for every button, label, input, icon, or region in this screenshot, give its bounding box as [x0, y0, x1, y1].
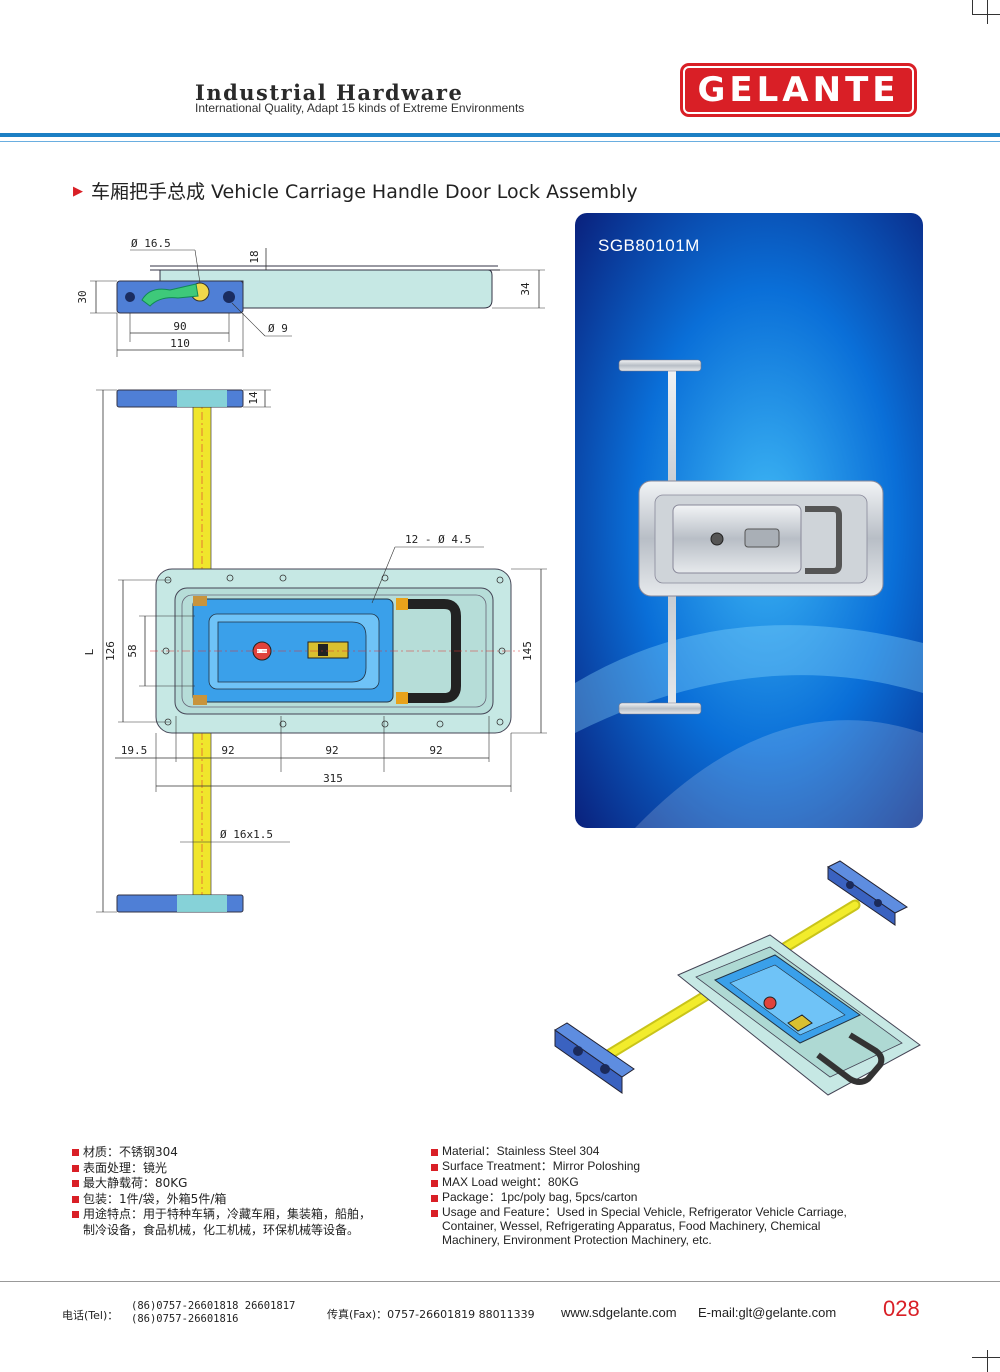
- spec-cn-item: 用途特点：用于特种车辆，冷藏车厢，集装箱，船舶，: [72, 1207, 371, 1223]
- header-subtitle: International Quality, Adapt 15 kinds of…: [195, 101, 525, 115]
- dim-34: 34: [519, 282, 532, 296]
- footer-fax: 传真(Fax)：0757-26601819 88011339: [327, 1308, 535, 1321]
- product-photo: [575, 213, 923, 828]
- spec-en-item: Material：Stainless Steel 304: [431, 1144, 911, 1159]
- dim-92-a: 92: [221, 744, 234, 757]
- spec-en-item: MAX Load weight：80KG: [431, 1175, 911, 1190]
- footer-rule: [0, 1281, 1000, 1282]
- dim-L: L: [83, 648, 96, 655]
- dim-d9: Ø 9: [268, 322, 288, 335]
- dim-rod: Ø 16x1.5: [220, 828, 273, 841]
- technical-drawing: 30 34 18 Ø 16.5 90 110 Ø 9 L: [76, 237, 547, 913]
- bullet-icon: [72, 1149, 79, 1156]
- crop-mark: [987, 0, 988, 24]
- specs-english: Material：Stainless Steel 304 Surface Tre…: [431, 1144, 911, 1248]
- bullet-icon: [72, 1211, 79, 1219]
- bullet-icon: [72, 1195, 79, 1203]
- spec-en-item-continued: Machinery, Environment Protection Machin…: [442, 1232, 712, 1247]
- header-rule: [0, 133, 1000, 137]
- bullet-icon: [431, 1210, 438, 1218]
- bullet-icon: [431, 1194, 438, 1202]
- brand-logo-text: GELANTE: [683, 66, 914, 114]
- dim-d16-5: Ø 16.5: [131, 237, 171, 250]
- dim-126: 126: [104, 641, 117, 661]
- spec-cn-item: 材质：不锈钢304: [72, 1145, 371, 1161]
- dim-110: 110: [170, 337, 190, 350]
- spec-cn-item: 包装：1件/袋，外箱5件/箱: [72, 1192, 371, 1208]
- specs-chinese: 材质：不锈钢304 表面处理：镜光 最大静载荷：80KG 包装：1件/袋，外箱5…: [72, 1145, 371, 1239]
- header-rule-thin: [0, 141, 1000, 142]
- spec-en-item: Usage and Feature：Used in Special Vehicl…: [431, 1205, 911, 1220]
- crop-mark: [972, 1357, 1000, 1358]
- footer-tel-label: 电话(Tel)：: [62, 1309, 119, 1322]
- bullet-icon: [72, 1180, 79, 1188]
- bullet-icon: [72, 1164, 79, 1172]
- footer-website[interactable]: www.sdgelante.com: [561, 1305, 677, 1320]
- dim-30: 30: [76, 290, 89, 303]
- footer-email[interactable]: E-mail:glt@gelante.com: [698, 1305, 837, 1320]
- spec-cn-item: 最大静载荷：80KG: [72, 1176, 371, 1192]
- spec-en-item: Surface Treatment：Mirror Poloshing: [431, 1159, 911, 1174]
- footer-tel-2: (86)0757-26601816: [131, 1313, 239, 1325]
- crop-mark: [987, 1350, 988, 1372]
- dim-19-5: 19.5: [121, 744, 148, 757]
- header-title: Industrial Hardware: [195, 80, 464, 105]
- bullet-icon: [431, 1164, 438, 1172]
- spec-en-item: Package：1pc/poly bag, 5pcs/carton: [431, 1190, 911, 1205]
- dim-92-c: 92: [429, 744, 442, 757]
- spec-cn-item: 表面处理：镜光: [72, 1161, 371, 1177]
- page-number: 028: [883, 1296, 920, 1321]
- triangle-bullet-icon: ▶: [73, 184, 83, 199]
- isometric-render: [554, 860, 921, 1096]
- top-view: L 14: [83, 389, 547, 913]
- dim-315: 315: [323, 772, 343, 785]
- dim-90: 90: [173, 320, 186, 333]
- crop-mark: [972, 14, 1000, 15]
- brand-logo: GELANTE: [680, 63, 917, 117]
- bullet-icon: [431, 1149, 438, 1156]
- bullet-icon: [431, 1179, 438, 1187]
- photo-artwork: [575, 213, 923, 828]
- dim-92-b: 92: [325, 744, 338, 757]
- section-title-text: 车厢把手总成 Vehicle Carriage Handle Door Lock…: [91, 181, 638, 203]
- model-number: SGB80101M: [598, 236, 700, 255]
- section-title: ▶ 车厢把手总成 Vehicle Carriage Handle Door Loc…: [73, 177, 638, 204]
- dim-58: 58: [126, 644, 139, 657]
- crop-mark: [972, 0, 973, 14]
- spec-en-item-continued: Container, Wessel, Refrigerating Apparat…: [442, 1218, 821, 1233]
- dim-holes: 12 - Ø 4.5: [405, 533, 471, 546]
- side-view: 30 34 18 Ø 16.5 90 110 Ø 9: [76, 237, 545, 357]
- spec-cn-item-continued: 制冷设备，食品机械，化工机械，环保机械等设备。: [83, 1222, 360, 1237]
- footer-tel-1: (86)0757-26601818 26601817: [131, 1300, 296, 1312]
- dim-145: 145: [521, 641, 534, 661]
- dim-14: 14: [247, 391, 260, 405]
- dim-18: 18: [248, 250, 261, 263]
